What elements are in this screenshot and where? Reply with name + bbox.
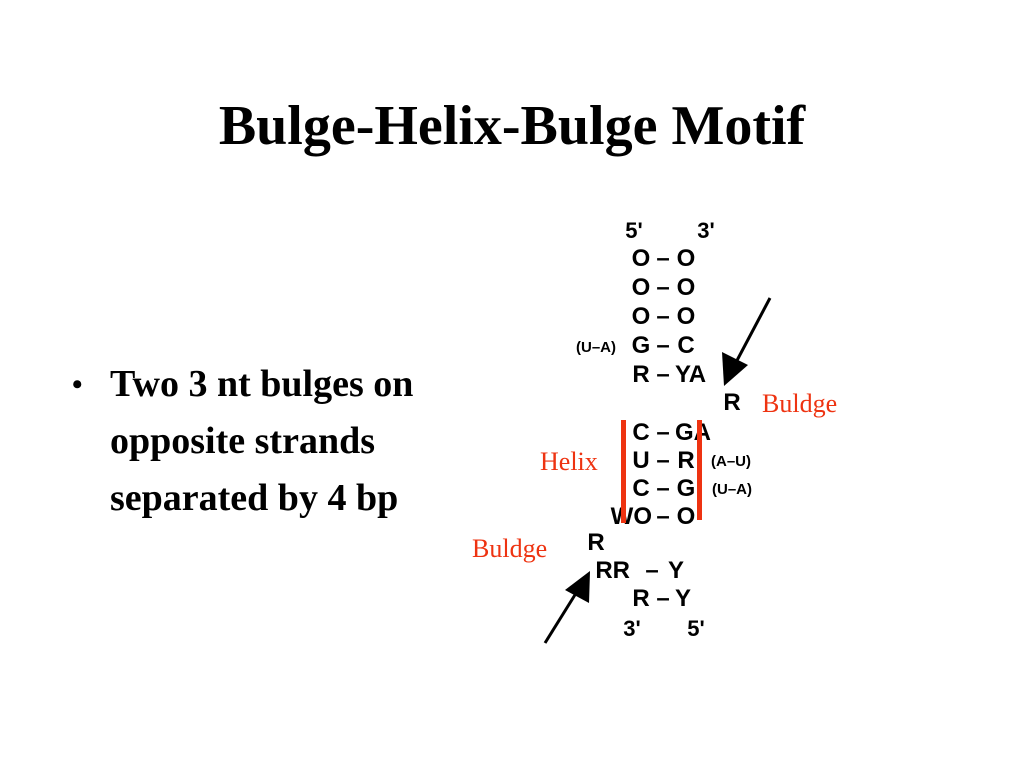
bulge-top-nt: R — [723, 389, 740, 416]
stem-bond: – — [645, 557, 658, 584]
helix-right-nt: O — [677, 503, 696, 530]
helix-left-nt: U — [632, 447, 649, 474]
arrow-bottom-head — [565, 571, 590, 603]
helix-bond: – — [656, 419, 669, 446]
bullet-text: Two 3 nt bulges on opposite strands sepa… — [110, 356, 510, 527]
stem-right-nt: C — [677, 332, 694, 359]
stem-bond: – — [656, 274, 669, 301]
stem-left-nt: RR — [595, 557, 630, 584]
label-helix: Helix — [540, 447, 598, 476]
helix-bar-right — [697, 420, 702, 520]
helix-bond: – — [656, 475, 669, 502]
bullet-line-1: Two 3 nt bulges on — [110, 363, 414, 405]
arrow-top-shaft — [731, 297, 772, 369]
stem-right-nt: YA — [675, 361, 706, 388]
helix-bond: – — [656, 503, 669, 530]
stem-bond: – — [656, 245, 669, 272]
helix-left-nt: C — [632, 419, 649, 446]
stem-right-nt: O — [677, 245, 696, 272]
alt-pair-note: (U–A) — [576, 339, 616, 356]
stem-left-nt: O — [632, 274, 651, 301]
arrow-bottom-shaft — [543, 589, 580, 644]
bullet-marker: • — [72, 368, 83, 401]
slide-title: Bulge-Helix-Bulge Motif — [218, 95, 806, 157]
five-prime-end-top: 5' — [625, 218, 642, 243]
bullet-line-2: opposite strands — [110, 420, 375, 462]
alt-pair-note: (A–U) — [711, 453, 751, 470]
helix-bar-left — [621, 420, 626, 523]
stem-bond: – — [656, 585, 669, 612]
helix-right-nt: R — [677, 447, 694, 474]
helix-left-nt: C — [632, 475, 649, 502]
bulge-bottom-nt: R — [587, 529, 604, 556]
stem-bond: – — [656, 361, 669, 388]
stem-bond: – — [656, 332, 669, 359]
helix-bond: – — [656, 447, 669, 474]
arrow-top-head — [722, 352, 748, 386]
stem-right-nt: O — [677, 303, 696, 330]
stem-bond: – — [656, 303, 669, 330]
five-prime-end-bottom: 5' — [687, 616, 704, 641]
stem-right-nt: Y — [668, 557, 684, 584]
helix-right-nt: G — [677, 475, 696, 502]
three-prime-end-bottom: 3' — [623, 616, 640, 641]
stem-right-nt: O — [677, 274, 696, 301]
bullet-line-3: separated by 4 bp — [110, 477, 399, 519]
stem-left-nt: R — [632, 361, 649, 388]
label-bulge-bottom: Buldge — [472, 534, 547, 563]
alt-pair-note: (U–A) — [712, 481, 752, 498]
helix-left-nt: WO — [611, 503, 652, 530]
stem-right-nt: Y — [675, 585, 691, 612]
helix-right-nt: GA — [675, 419, 711, 446]
label-bulge-top: Buldge — [762, 389, 837, 418]
stem-left-nt: O — [632, 303, 651, 330]
three-prime-end-top: 3' — [697, 218, 714, 243]
stem-left-nt: G — [632, 332, 651, 359]
stem-left-nt: O — [632, 245, 651, 272]
stem-left-nt: R — [632, 585, 649, 612]
